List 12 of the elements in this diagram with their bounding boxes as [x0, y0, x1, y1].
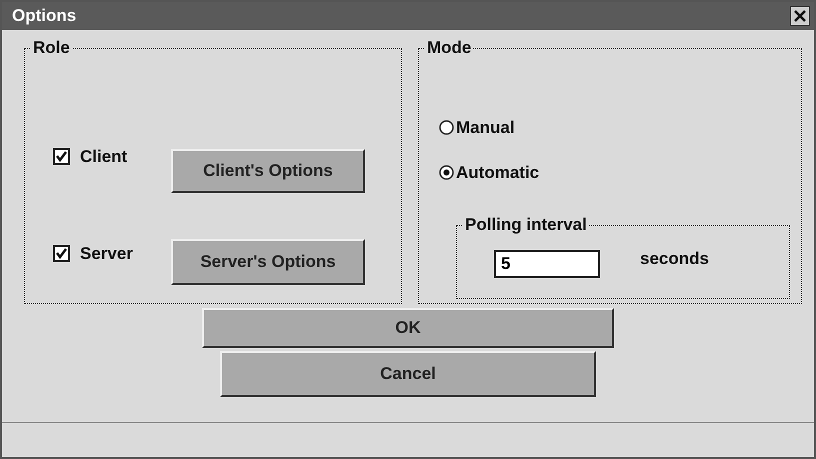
group-heading: Polling interval [463, 215, 589, 235]
option-label: Client [80, 147, 128, 167]
option-label: Automatic [456, 163, 540, 183]
option-label: Server [80, 244, 133, 264]
dialog-title: Options [12, 6, 76, 26]
push-button: OK [202, 308, 614, 348]
input-field: 5 [494, 250, 600, 278]
push-button: Server's Options [171, 239, 365, 285]
push-button: Cancel [220, 351, 596, 397]
option-label: seconds [640, 249, 709, 269]
option-label: Manual [456, 118, 515, 138]
push-button: Client's Options [171, 149, 365, 193]
